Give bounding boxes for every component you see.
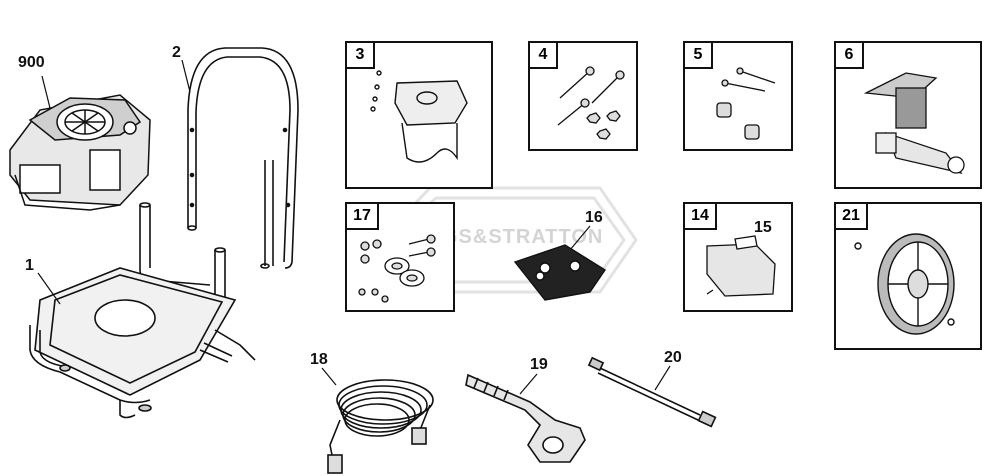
cover-illustration bbox=[706, 235, 776, 297]
label-engine: 900 bbox=[18, 54, 45, 71]
label-hardware-bag: 16 bbox=[585, 209, 603, 226]
label-hose: 18 bbox=[310, 351, 328, 368]
bolts-knobs-illustration bbox=[716, 67, 776, 140]
wheel-illustration bbox=[854, 233, 955, 335]
label-handle: 2 bbox=[172, 44, 181, 61]
part-box-21: 21 bbox=[834, 202, 982, 350]
part-box-14: 14 bbox=[683, 202, 793, 312]
box-number-14: 14 bbox=[683, 202, 717, 230]
box-number-3: 3 bbox=[345, 41, 375, 69]
bag-16-illustration bbox=[513, 244, 606, 301]
box-number-21: 21 bbox=[834, 202, 868, 230]
part-box-17: 17 bbox=[345, 202, 455, 312]
spray-gun-illustration bbox=[465, 373, 586, 463]
label-wand: 20 bbox=[664, 349, 682, 366]
bracket-illustration bbox=[370, 70, 468, 163]
box-number-6: 6 bbox=[834, 41, 864, 69]
bearings-illustration bbox=[358, 234, 436, 303]
hose-illustration bbox=[327, 379, 434, 474]
part-box-4: 4 bbox=[528, 41, 638, 151]
pump-illustration bbox=[863, 72, 965, 175]
box-number-17: 17 bbox=[345, 202, 379, 230]
engine-illustration bbox=[9, 94, 151, 211]
part-box-6: 6 bbox=[834, 41, 982, 189]
bolts-nuts-illustration bbox=[557, 66, 625, 140]
frame-illustration bbox=[29, 202, 256, 419]
box-number-5: 5 bbox=[683, 41, 713, 69]
label-frame: 1 bbox=[25, 257, 34, 274]
label-cover: 15 bbox=[754, 219, 772, 236]
handle-illustration bbox=[187, 47, 299, 269]
box-number-4: 4 bbox=[528, 41, 558, 69]
wand-illustration bbox=[587, 356, 717, 428]
part-box-5: 5 bbox=[683, 41, 793, 151]
label-spray-gun: 19 bbox=[530, 356, 548, 373]
part-box-3: 3 bbox=[345, 41, 493, 189]
